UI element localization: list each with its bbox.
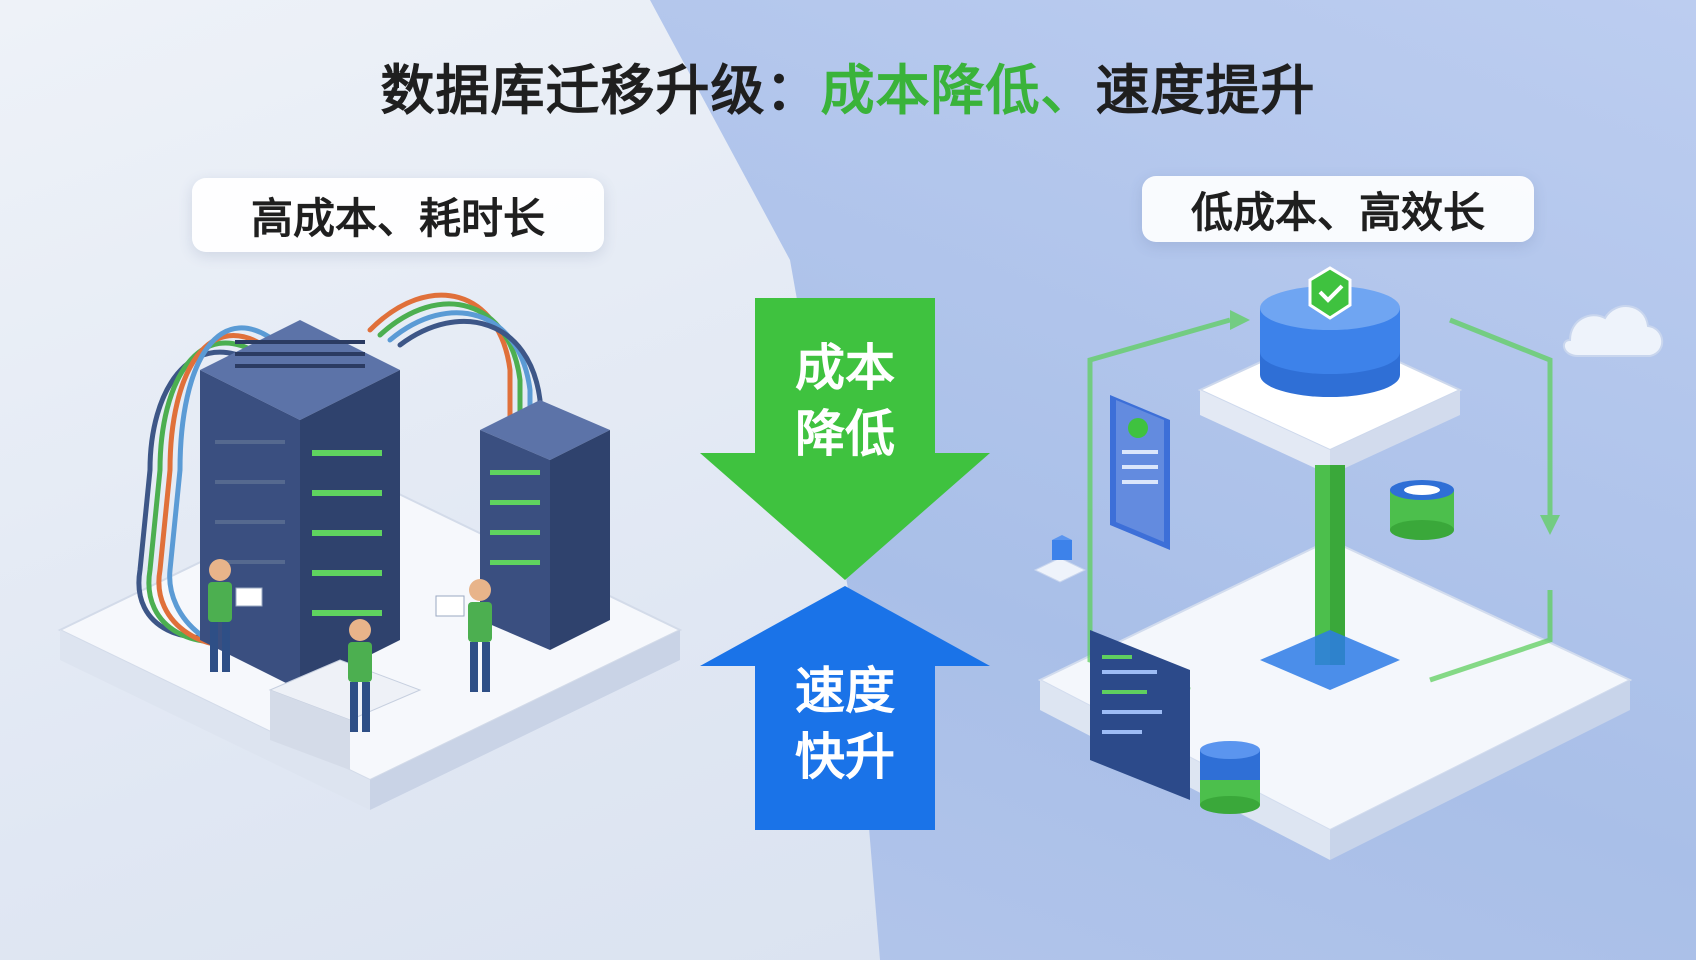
modern-label-text: 低成本、高效长: [1190, 187, 1485, 237]
speed-up-label: 速度 快升: [755, 658, 935, 790]
modern-label: 低成本、高效长: [1142, 176, 1534, 242]
technician-3: [435, 579, 492, 692]
secondary-server-rack: [480, 400, 610, 650]
speed-up-line-1: 速度: [795, 662, 895, 720]
technician-2: [348, 619, 372, 732]
cost-down-line-2: 降低: [795, 405, 895, 463]
legacy-label-text: 高成本、耗时长: [250, 193, 545, 243]
data-flow-lines: [1087, 310, 1560, 693]
cost-down-arrow: [700, 298, 990, 580]
cube-icon: [1033, 535, 1087, 583]
modern-database-illustration: [1033, 266, 1664, 860]
code-panel-icon: [1090, 630, 1190, 800]
cost-down-line-1: 成本: [795, 339, 895, 397]
page-title: 数据库迁移升级：成本降低、速度提升: [0, 46, 1696, 125]
title-part-1: 数据库迁移升级：: [380, 59, 821, 122]
title-part-3: 速度提升: [1095, 59, 1316, 122]
legacy-label: 高成本、耗时长: [192, 178, 604, 252]
legacy-server-illustration: [57, 292, 683, 810]
document-card-icon: [1110, 395, 1170, 550]
small-database-icon: [1390, 480, 1454, 540]
speed-up-arrow: [700, 586, 990, 830]
title-part-2: 成本降低、: [820, 59, 1096, 122]
console-desk: [268, 659, 422, 770]
cost-down-label: 成本 降低: [755, 335, 935, 467]
cloud-icon: [1562, 305, 1664, 357]
sync-database-icon: [1200, 741, 1260, 814]
shield-check-icon: [1308, 266, 1352, 320]
speed-up-line-2: 快升: [795, 728, 895, 786]
technician-1: [208, 559, 263, 672]
